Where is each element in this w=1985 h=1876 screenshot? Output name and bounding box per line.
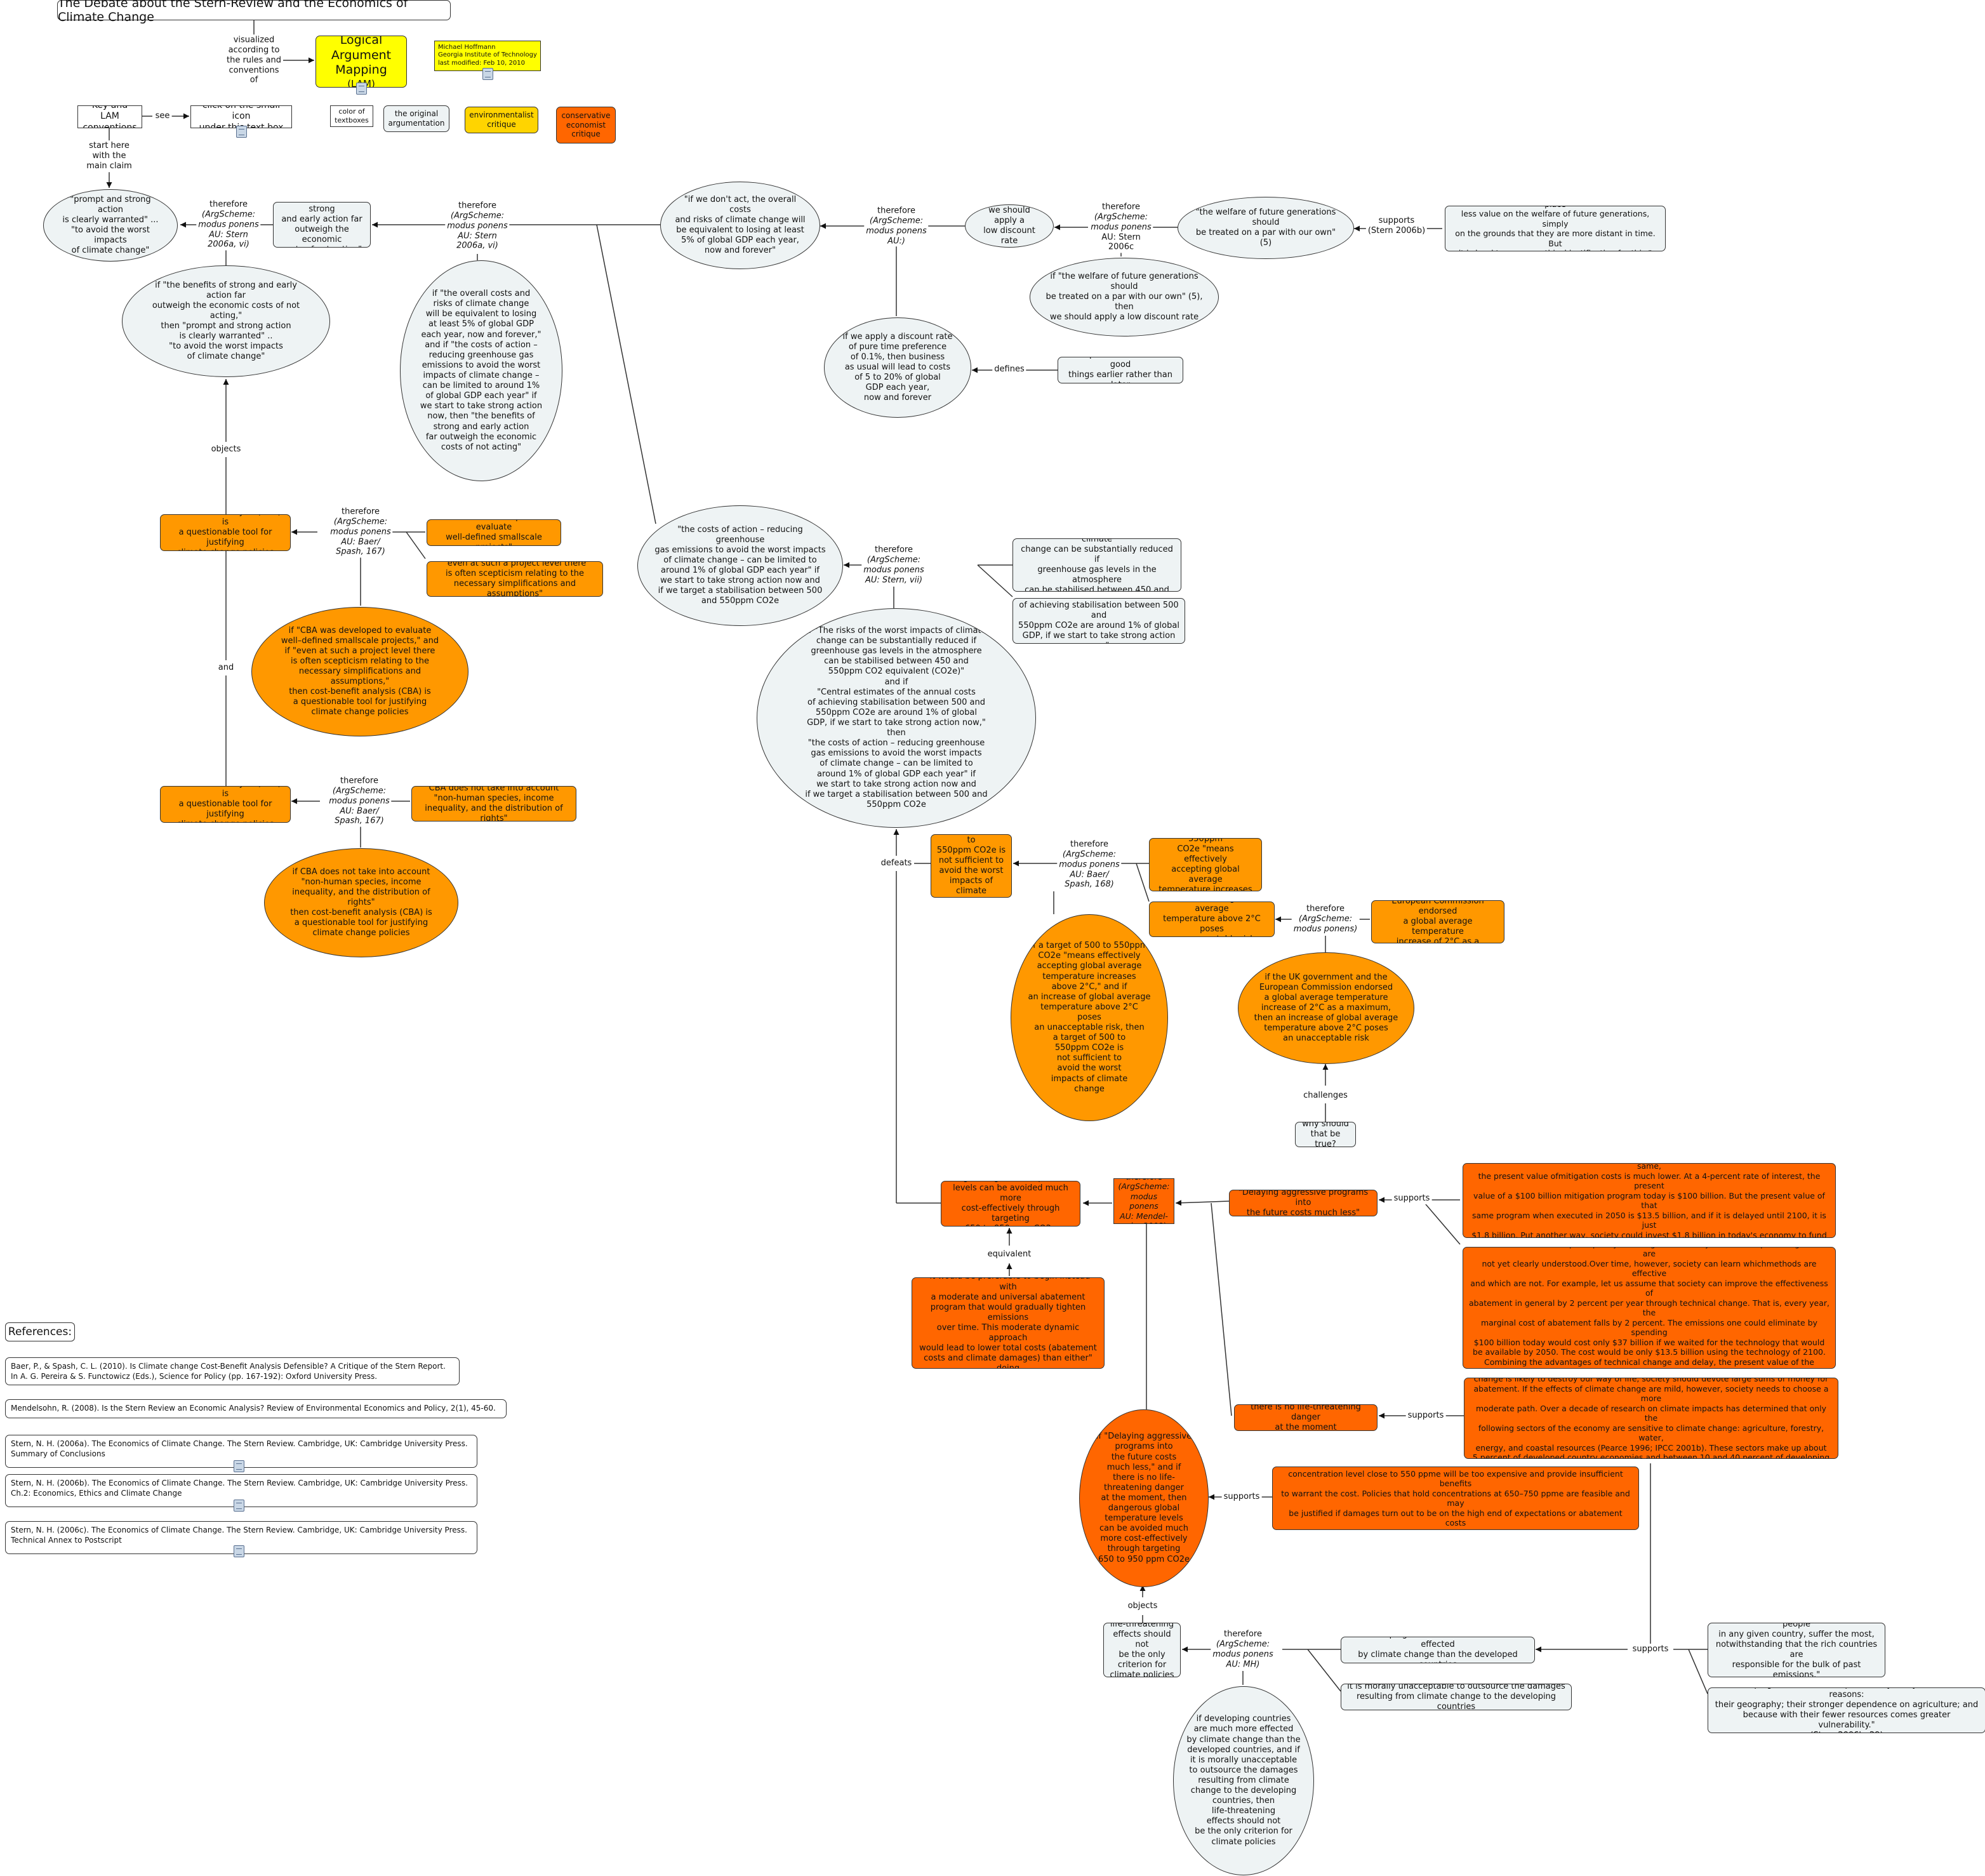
integrating-quote: "Integrating this information on abateme… bbox=[1272, 1467, 1639, 1530]
modus-ponens-developing: if developing countries are much more ef… bbox=[1173, 1686, 1314, 1875]
central-estimates-quote: "Central estimates of the annual costs o… bbox=[1012, 598, 1185, 644]
modus-ponens-costs-risks: if "the overall costs and risks of clima… bbox=[400, 260, 562, 481]
legend-conservative: conservative economist critique bbox=[556, 107, 616, 143]
key-conventions-box: Key and LAM conventions bbox=[77, 105, 142, 128]
modus-ponens-costs-of-action: if "The risks of the worst impacts of cl… bbox=[757, 608, 1036, 828]
see-label: see bbox=[153, 110, 172, 122]
modus-ponens-uk: if the UK government and the European Co… bbox=[1238, 952, 1414, 1064]
supports-label: supports bbox=[1391, 1193, 1432, 1204]
legend-environmentalist: environmentalist critique bbox=[465, 107, 538, 133]
objects-label: objects bbox=[209, 444, 243, 455]
objects-label: objects bbox=[1125, 1600, 1160, 1612]
reference-item: Baer, P., & Spash, C. L. (2010). Is Clim… bbox=[5, 1357, 460, 1385]
color-legend-box: color of textboxes bbox=[330, 105, 373, 127]
welfare-claim: "the welfare of future generations shoul… bbox=[1178, 197, 1354, 259]
cba-developed-quote: "CBA was developed to evaluate well-defi… bbox=[427, 519, 561, 546]
modus-ponens-cba-2: if CBA does not take into account "non-h… bbox=[264, 848, 458, 957]
stern-quote-31: "It is, of course, possible that people … bbox=[1445, 206, 1666, 251]
discounting-quote: "discounting reduces the present value d… bbox=[1463, 1163, 1836, 1238]
developing-quote: "Developing countries will be particular… bbox=[1708, 1687, 1985, 1733]
delaying-quote: "Delaying abatement expenditures into th… bbox=[1463, 1247, 1836, 1369]
supports-label: supports bbox=[1630, 1644, 1671, 1655]
author-info: Michael Hoffmann Georgia Institute of Te… bbox=[434, 41, 541, 71]
legend-original: the original argumentation bbox=[383, 105, 449, 132]
why-true-question: why should that be true? bbox=[1295, 1122, 1356, 1147]
lam-title: Logical Argument Mapping bbox=[331, 36, 392, 77]
morally-claim: it is morally unacceptable to outsource … bbox=[1341, 1684, 1572, 1710]
cba-questionable-2: cost-benefit analysis (CBA) is a questio… bbox=[160, 786, 291, 823]
developing-claim: developing countries are much more effec… bbox=[1341, 1637, 1535, 1663]
increase-risk-claim: an increase of global average temperatur… bbox=[1149, 901, 1275, 937]
modus-ponens-target: if a target of 500 to 550ppm CO2e "means… bbox=[1011, 914, 1168, 1121]
target-insufficient-claim: a target of 500 to 550ppm CO2e is not su… bbox=[931, 834, 1012, 898]
challenges-label: challenges bbox=[1301, 1090, 1350, 1101]
references-heading: References: bbox=[5, 1322, 75, 1341]
and-label: and bbox=[216, 662, 236, 674]
no-danger-claim: there is no life-threatening danger at t… bbox=[1234, 1404, 1378, 1431]
document-icon[interactable] bbox=[234, 1545, 244, 1557]
reference-item: Mendelsohn, R. (2008). Is the Stern Revi… bbox=[5, 1399, 507, 1418]
supports-label: supports bbox=[1221, 1491, 1262, 1503]
overall-costs-claim: "if we don't act, the overall costs and … bbox=[660, 182, 820, 269]
preference-claim: the preference to have good things earli… bbox=[1058, 357, 1183, 383]
defeats-label: defeats bbox=[879, 858, 914, 869]
low-discount-claim: we should apply a low discount rate bbox=[965, 204, 1054, 248]
document-icon[interactable] bbox=[234, 1460, 244, 1472]
modus-ponens-delay: if "Delaying aggressive programs into th… bbox=[1079, 1409, 1209, 1587]
modus-ponens-benefits: if "the benefits of strong and early act… bbox=[122, 265, 330, 377]
equivalent-label: equivalent bbox=[985, 1249, 1033, 1260]
document-icon[interactable] bbox=[234, 1500, 244, 1512]
reference-item: Stern, N. H. (2006a). The Economics of C… bbox=[5, 1435, 477, 1468]
therefore-label: therefore(ArgScheme: modus ponens) bbox=[1291, 903, 1360, 935]
document-icon[interactable] bbox=[236, 126, 247, 138]
discount-definition: if we apply a discount rate of pure time… bbox=[824, 317, 971, 418]
target-means-quote: a target of 500 to 550ppm CO2e "means ef… bbox=[1149, 838, 1262, 891]
dangerous-levels-claim: dangerous global temperature levels can … bbox=[941, 1181, 1080, 1227]
modus-ponens-welfare: if "the welfare of future generations sh… bbox=[1030, 258, 1219, 336]
cba-nonhuman-claim: CBA does not take into account "non-huma… bbox=[411, 786, 576, 822]
cba-questionable-1: cost-benefit analysis (CBA) is a questio… bbox=[160, 514, 291, 551]
main-claim: "prompt and strong action is clearly war… bbox=[43, 189, 178, 262]
map-title: The Debate about the Stern-Review and th… bbox=[57, 0, 451, 24]
benefits-claim: "the benefits of strong and early action… bbox=[273, 202, 371, 248]
document-icon[interactable] bbox=[482, 68, 493, 80]
supports-label: supports (Stern 2006b) bbox=[1365, 215, 1428, 237]
supports-label: supports bbox=[1405, 1410, 1446, 1421]
instead-quote: instead of "an aggressive near-term poli… bbox=[912, 1277, 1105, 1369]
click-icon-box: click on the small icon under this text … bbox=[190, 105, 292, 128]
risks-worst-quote: "The risks of the worst impacts of clima… bbox=[1012, 538, 1181, 592]
modus-ponens-cba-1: if "CBA was developed to evaluate well–d… bbox=[251, 607, 468, 736]
visualized-label: visualized according to the rules and co… bbox=[224, 34, 284, 86]
delaying-claim: "Delaying aggressive programs into the f… bbox=[1229, 1190, 1378, 1216]
life-threatening-claim: life-threatening effects should not be t… bbox=[1103, 1623, 1181, 1677]
costs-of-action-claim: "the costs of action – reducing greenhou… bbox=[637, 505, 843, 626]
start-label: start here with the main claim bbox=[84, 140, 134, 172]
defines-label: defines bbox=[992, 364, 1026, 375]
cba-even-quote: "even at such a project level there is o… bbox=[427, 561, 603, 597]
uk-government-claim: the UK government and the European Commi… bbox=[1371, 900, 1504, 943]
poor-countries-quote: "Generally, poor countries, and poor peo… bbox=[1708, 1623, 1885, 1677]
lam-box[interactable]: Logical Argument Mapping (LAM) bbox=[315, 36, 407, 88]
document-icon[interactable] bbox=[356, 83, 367, 95]
how-much-quote: "How much society should spend on abatem… bbox=[1464, 1378, 1838, 1459]
